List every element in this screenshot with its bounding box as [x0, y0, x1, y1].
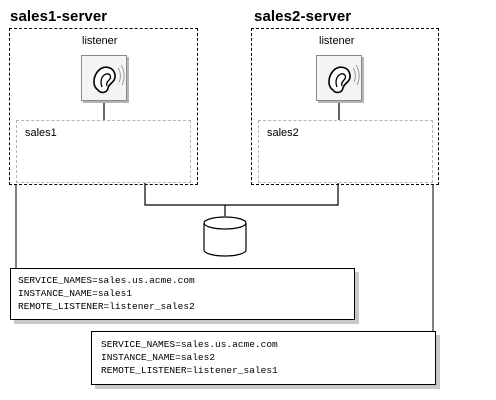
param-line-instance-name: INSTANCE_NAME=sales2 — [101, 352, 216, 363]
server-box-sales1 — [9, 28, 198, 185]
server-title-sales2: sales2-server — [254, 8, 352, 25]
server-box-sales2 — [251, 28, 439, 185]
param-line-instance-name: INSTANCE_NAME=sales1 — [18, 288, 133, 299]
param-line-remote-listener: REMOTE_LISTENER=listener_sales1 — [101, 365, 278, 376]
server-title-sales1: sales1-server — [10, 8, 108, 25]
listener-label-sales2: listener — [319, 35, 355, 47]
instance-label-sales1: sales1 — [25, 127, 57, 139]
ear-icon — [328, 64, 360, 94]
listener-label-sales1: listener — [82, 35, 118, 47]
param-line-service-names: SERVICE_NAMES=sales.us.acme.com — [18, 275, 195, 286]
param-line-remote-listener: REMOTE_LISTENER=listener_sales2 — [18, 301, 195, 312]
param-file-sales1: SERVICE_NAMES=sales.us.acme.com INSTANCE… — [10, 268, 355, 320]
database-cylinder-icon — [203, 216, 247, 257]
param-file-sales2: SERVICE_NAMES=sales.us.acme.com INSTANCE… — [91, 331, 436, 385]
instance-box-sales2 — [258, 120, 433, 183]
instance-label-sales2: sales2 — [267, 127, 299, 139]
param-line-service-names: SERVICE_NAMES=sales.us.acme.com — [101, 339, 278, 350]
instance-box-sales1 — [16, 120, 191, 183]
listener-box-sales2 — [316, 55, 362, 101]
instances-to-db-connector — [144, 183, 339, 206]
listener-box-sales1 — [81, 55, 127, 101]
ear-icon — [93, 64, 125, 94]
